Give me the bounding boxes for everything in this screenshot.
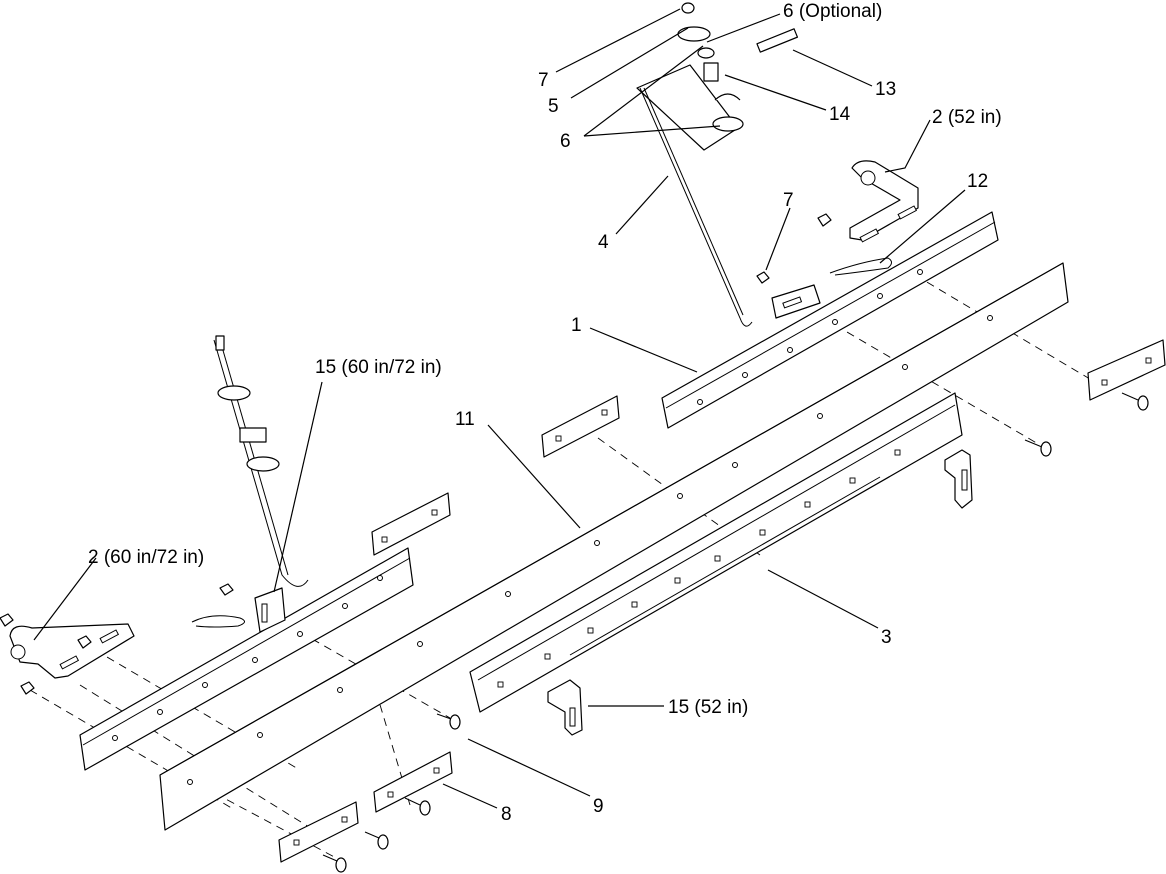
part-9-bolts — [322, 392, 1149, 873]
label-5: 5 — [548, 96, 559, 117]
part-2-bracket-60-72 — [0, 613, 135, 695]
part-1-channel-right — [661, 211, 999, 429]
callout-labels: 6 (Optional) 7 5 13 14 6 2 (52 in) 12 7 … — [88, 1, 1002, 825]
part-4-rod-52 — [636, 2, 799, 327]
label-15-52in: 15 (52 in) — [668, 697, 748, 718]
part-15-plate-upper — [756, 271, 821, 319]
label-6-optional: 6 (Optional) — [783, 1, 882, 22]
label-15-60-72in: 15 (60 in/72 in) — [315, 357, 442, 378]
label-12: 12 — [967, 171, 988, 192]
part-2-bracket-52 — [817, 160, 919, 243]
label-6: 6 — [560, 131, 571, 152]
label-9: 9 — [593, 796, 604, 817]
label-7-top: 7 — [538, 70, 549, 91]
part-4-rod-60-72 — [213, 335, 309, 587]
part-12-hairpin — [829, 257, 892, 276]
part-1-channel-left — [79, 547, 414, 771]
part-15-bracket-52 — [547, 449, 973, 736]
label-14: 14 — [829, 104, 851, 125]
label-2-60-72in: 2 (60 in/72 in) — [88, 547, 204, 568]
label-3: 3 — [881, 627, 892, 648]
label-2-52in: 2 (52 in) — [932, 107, 1002, 128]
leader-lines — [33, 8, 966, 809]
part-3-channel — [469, 392, 963, 713]
label-13: 13 — [875, 79, 896, 100]
label-11: 11 — [455, 409, 475, 430]
label-7-mid: 7 — [783, 190, 794, 211]
part-8-plates — [278, 339, 1166, 863]
part-15-plate-60-72 — [191, 583, 286, 633]
label-4: 4 — [598, 232, 609, 253]
label-8: 8 — [501, 804, 512, 825]
part-11-long-bar — [159, 262, 1069, 831]
label-1: 1 — [571, 315, 582, 336]
